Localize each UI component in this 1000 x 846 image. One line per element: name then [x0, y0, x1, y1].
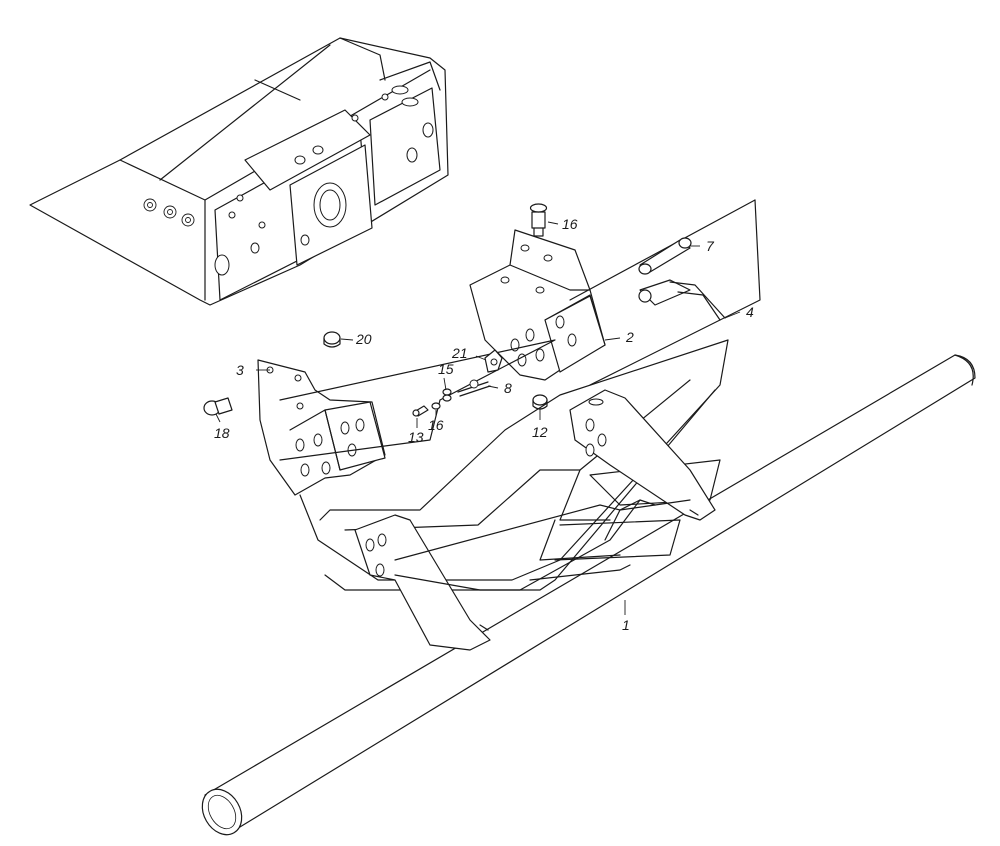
part-15-washer [442, 388, 452, 402]
callout-4: 4 [746, 304, 754, 320]
callout-labels: 1 2 3 4 7 8 12 13 15 16 16 18 20 21 [214, 216, 754, 633]
assembly-guide-lines [299, 339, 729, 591]
part-7-pin [638, 237, 692, 275]
callout-16-bottom: 16 [428, 417, 444, 433]
part-13-pin [412, 405, 429, 417]
leader-lines [215, 221, 741, 615]
part-8-pin [457, 379, 491, 397]
part-3-bracket [257, 339, 556, 496]
part-12-nut [532, 394, 548, 410]
part-1-tube [201, 354, 976, 836]
part-18-bolt [203, 397, 233, 416]
callout-15: 15 [438, 361, 454, 377]
callout-12: 12 [532, 424, 548, 440]
callout-1: 1 [622, 617, 630, 633]
callout-21: 21 [451, 345, 468, 361]
callout-18: 18 [214, 425, 230, 441]
callout-8: 8 [504, 380, 512, 396]
part-2-bracket [469, 199, 761, 386]
callout-16-top: 16 [562, 216, 578, 232]
part-20-nut [323, 331, 341, 348]
part-16-pin-small [431, 402, 441, 410]
frame-context-view [29, 37, 449, 306]
part-21-clip [484, 349, 503, 373]
callout-3: 3 [236, 362, 244, 378]
cross-member [354, 389, 716, 651]
callout-7: 7 [706, 238, 715, 254]
callout-13: 13 [408, 429, 424, 445]
part-16-bolt-top [529, 203, 548, 237]
callout-20: 20 [355, 331, 372, 347]
part-4-handle-pin [638, 279, 726, 321]
callout-2: 2 [625, 329, 634, 345]
